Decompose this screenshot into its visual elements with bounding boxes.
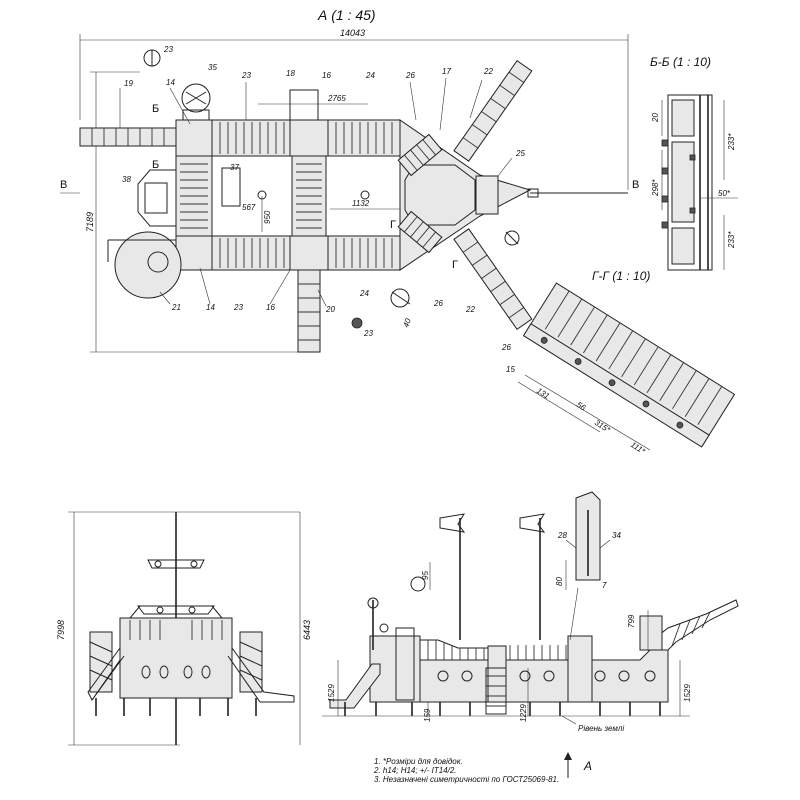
- stern-slats: [180, 163, 208, 229]
- callout: 35: [208, 63, 217, 72]
- section-bb-title: Б-Б (1 : 10): [650, 55, 711, 69]
- dim-799: 799: [627, 614, 636, 628]
- bb-dim-233b: 233*: [727, 231, 736, 249]
- callout: 37: [230, 163, 239, 172]
- callout: 22: [465, 305, 475, 314]
- callout: 25: [515, 149, 525, 158]
- dim-1229: 1229: [519, 704, 528, 722]
- right-spiral-tube: [239, 631, 263, 693]
- dim-1529-right: 1529: [683, 684, 692, 702]
- top-tower-mid: [289, 119, 329, 157]
- section-mark-g-1: Г: [390, 219, 396, 231]
- dim-40: 40: [401, 317, 413, 329]
- dim-28: 28: [557, 531, 567, 540]
- gg-dim-131: 131: [535, 386, 551, 401]
- dim-overall-width: 7189: [85, 212, 95, 232]
- dim-1529-left: 1529: [327, 684, 336, 702]
- section-mark-v-left: В: [60, 179, 67, 191]
- front-structure: [119, 617, 233, 699]
- side-slide: [329, 663, 381, 709]
- dim-159: 159: [423, 708, 432, 722]
- top-walkway-right: [327, 119, 401, 157]
- plan-view: А (1 : 45) 14043 7189: [60, 7, 639, 353]
- callout: 16: [266, 303, 275, 312]
- callout: 14: [166, 78, 175, 87]
- callout: 17: [442, 67, 451, 76]
- callout: 38: [122, 175, 131, 184]
- dim-overall-length: 14043: [340, 28, 365, 38]
- section-gg: Г-Г (1 : 10) 26 15 131 56 315*: [501, 269, 736, 456]
- portholes: [437, 670, 656, 682]
- note-2: 2. h14; H14; +/- IT14/2.: [373, 766, 457, 775]
- left-gangway-slats: [91, 128, 165, 146]
- dim-567: 567: [242, 203, 256, 212]
- section-mark-g-2: Г: [452, 259, 458, 271]
- note-3: 3. Незазначені симетричності по ГОСТ2506…: [374, 775, 559, 784]
- ground-label: Рівень землі: [578, 724, 624, 733]
- bb-dim-233a: 233*: [727, 133, 736, 151]
- callout: 23: [163, 45, 173, 54]
- callout: 23: [233, 303, 243, 312]
- dim-950: 950: [263, 210, 272, 224]
- stern-bay: [137, 169, 176, 227]
- gg-callout-26: 26: [501, 343, 511, 352]
- drawing-notes: 1. *Розміри для довідок. 2. h14; H14; +/…: [373, 757, 559, 784]
- bb-dim-50: 50*: [718, 189, 731, 198]
- callout: 26: [405, 71, 415, 80]
- dim-1132: 1132: [352, 199, 370, 208]
- callout: 18: [286, 69, 295, 78]
- lantern-icon: [367, 597, 379, 609]
- section-mark-b-bottom: Б: [152, 159, 159, 171]
- dim-95: 95: [421, 571, 430, 580]
- callout: 23: [241, 71, 251, 80]
- bottom-tower-mid: [289, 235, 329, 271]
- callout: 14: [206, 303, 215, 312]
- bb-dim-298: 298*: [651, 179, 660, 197]
- callout: 24: [365, 71, 375, 80]
- callout: 26: [433, 299, 443, 308]
- bottom-slide: [297, 269, 321, 353]
- callout: 20: [325, 305, 335, 314]
- bb-dim-20: 20: [651, 113, 660, 123]
- top-walkway-left: [211, 119, 291, 157]
- stern-tower-top: [175, 119, 213, 157]
- section-bb: Б-Б (1 : 10) 20 233* 298* 50* 233*: [650, 55, 738, 271]
- dim-height-6443: 6443: [302, 620, 312, 640]
- note-1: 1. *Розміри для довідок.: [374, 757, 463, 766]
- dim-2765: 2765: [327, 94, 346, 103]
- gg-callout-15: 15: [506, 365, 515, 374]
- view-arrow-a-label: А: [583, 759, 592, 773]
- dim-34: 34: [612, 531, 621, 540]
- side-elevation: Рівень землі 1529 1529 159 1229 799 95 2…: [322, 491, 739, 778]
- dim-height-total: 7998: [56, 620, 66, 640]
- callout: 23: [363, 329, 373, 338]
- gg-dim-315: 315*: [593, 418, 612, 435]
- callout: 16: [322, 71, 331, 80]
- callout: 19: [124, 79, 133, 88]
- left-spiral-tube: [89, 631, 113, 693]
- callout: 24: [359, 289, 369, 298]
- gg-dim-56: 56: [575, 400, 588, 413]
- bottom-walkway-right: [327, 235, 401, 271]
- steering-wheel-icon: [181, 83, 211, 113]
- oar-ladder-bottom: [453, 228, 533, 331]
- front-elevation: 7998 6443: [56, 511, 312, 746]
- section-mark-b-top: Б: [152, 103, 159, 115]
- gg-dim-111: 111*: [629, 440, 647, 456]
- callout: 22: [483, 67, 493, 76]
- dim-7: 7: [602, 581, 607, 590]
- section-gg-title: Г-Г (1 : 10): [592, 269, 650, 283]
- plan-title: А (1 : 45): [317, 7, 376, 23]
- bottom-walkway-left: [211, 235, 291, 271]
- section-mark-v-right: В: [632, 179, 639, 191]
- dim-80: 80: [555, 577, 564, 586]
- oar-ladder-top: [453, 59, 533, 162]
- callout: 21: [171, 303, 181, 312]
